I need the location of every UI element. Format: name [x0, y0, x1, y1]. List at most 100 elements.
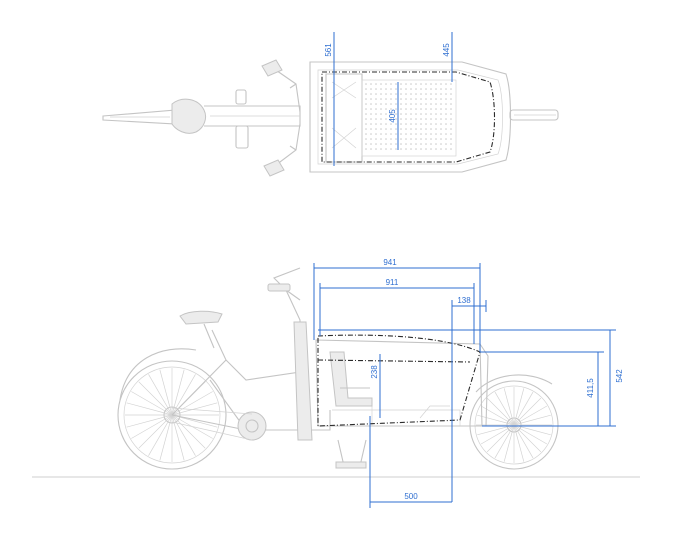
- floor-perforation: [365, 108, 367, 110]
- floor-perforation: [390, 83, 392, 85]
- floor-perforation: [410, 133, 412, 135]
- floor-perforation: [435, 138, 437, 140]
- floor-perforation: [410, 123, 412, 125]
- floor-perforation: [425, 113, 427, 115]
- floor-perforation: [440, 123, 442, 125]
- floor-perforation: [380, 83, 382, 85]
- floor-perforation: [435, 128, 437, 130]
- floor-perforation: [400, 113, 402, 115]
- floor-perforation: [370, 128, 372, 130]
- child-seat-side: [329, 351, 373, 407]
- floor-perforation: [395, 138, 397, 140]
- floor-perforation: [445, 103, 447, 105]
- wheel-spoke: [126, 402, 173, 416]
- floor-perforation: [385, 118, 387, 120]
- floor-perforation: [385, 98, 387, 100]
- floor-perforation: [395, 83, 397, 85]
- floor-perforation: [440, 118, 442, 120]
- floor-perforation: [430, 143, 432, 145]
- floor-perforation: [430, 138, 432, 140]
- floor-perforation: [440, 143, 442, 145]
- floor-perforation: [370, 143, 372, 145]
- floor-perforation: [415, 88, 417, 90]
- floor-perforation: [425, 93, 427, 95]
- floor-perforation: [410, 128, 412, 130]
- kickstand: [335, 439, 367, 469]
- floor-perforation: [365, 83, 367, 85]
- floor-perforation: [390, 138, 392, 140]
- floor-perforation: [425, 133, 427, 135]
- floor-perforation: [410, 138, 412, 140]
- floor-perforation: [380, 143, 382, 145]
- floor-perforation: [425, 103, 427, 105]
- floor-perforation: [415, 98, 417, 100]
- frame-side: [119, 289, 553, 441]
- floor-perforation: [435, 83, 437, 85]
- floor-perforation: [400, 93, 402, 95]
- floor-perforation: [450, 83, 452, 85]
- floor-perforation: [440, 113, 442, 115]
- floor-perforation: [430, 123, 432, 125]
- floor-perforation: [400, 98, 402, 100]
- floor-perforation: [385, 123, 387, 125]
- dimension-label: 561: [324, 43, 333, 57]
- floor-perforation: [450, 103, 452, 105]
- handlebar-top: [261, 59, 301, 177]
- floor-perforation: [450, 123, 452, 125]
- wheel-spoke: [513, 388, 525, 426]
- floor-perforation: [425, 138, 427, 140]
- floor-perforation: [435, 93, 437, 95]
- floor-perforation: [370, 138, 372, 140]
- floor-perforation: [445, 98, 447, 100]
- floor-perforation: [400, 83, 402, 85]
- wheel-spoke: [477, 414, 515, 426]
- floor-perforation: [365, 113, 367, 115]
- floor-perforation: [380, 108, 382, 110]
- floor-perforation: [420, 83, 422, 85]
- wheel-spoke: [171, 391, 213, 416]
- floor-perforation: [435, 103, 437, 105]
- floor-perforation: [420, 113, 422, 115]
- floor-perforation: [400, 88, 402, 90]
- dimension-542: 542: [318, 329, 624, 427]
- floor-perforation: [425, 118, 427, 120]
- floor-perforation: [450, 93, 452, 95]
- floor-perforation: [425, 88, 427, 90]
- floor-perforation: [425, 123, 427, 125]
- floor-perforation: [445, 113, 447, 115]
- floor-perforation: [395, 113, 397, 115]
- dimension-label: 500: [404, 492, 418, 501]
- floor-perforation: [375, 148, 377, 150]
- dimension-label: 911: [386, 278, 399, 287]
- floor-perforation: [445, 128, 447, 130]
- wheel-spoke: [486, 397, 515, 426]
- floor-perforation: [375, 103, 377, 105]
- floor-perforation: [375, 83, 377, 85]
- floor-perforation: [400, 148, 402, 150]
- floor-perforation: [385, 138, 387, 140]
- floor-perforation: [445, 88, 447, 90]
- wheel-spoke: [131, 414, 173, 439]
- floor-perforation: [365, 123, 367, 125]
- floor-plate-top: [361, 79, 457, 157]
- floor-perforation: [395, 88, 397, 90]
- floor-perforation: [395, 133, 397, 135]
- floor-perforation: [450, 133, 452, 135]
- floor-perforation: [365, 118, 367, 120]
- floor-perforation: [390, 93, 392, 95]
- floor-perforation: [420, 133, 422, 135]
- floor-perforation: [415, 148, 417, 150]
- floor-perforation: [370, 133, 372, 135]
- floor-perforation: [410, 143, 412, 145]
- dimension-label: 445: [442, 43, 451, 57]
- floor-perforation: [430, 133, 432, 135]
- top-view: 561 445 405: [102, 32, 559, 177]
- floor-perforation: [405, 113, 407, 115]
- floor-perforation: [390, 133, 392, 135]
- floor-perforation: [395, 98, 397, 100]
- floor-perforation: [395, 118, 397, 120]
- floor-perforation: [390, 98, 392, 100]
- floor-perforation: [405, 148, 407, 150]
- wheel-spoke: [148, 414, 173, 456]
- floor-perforation: [420, 123, 422, 125]
